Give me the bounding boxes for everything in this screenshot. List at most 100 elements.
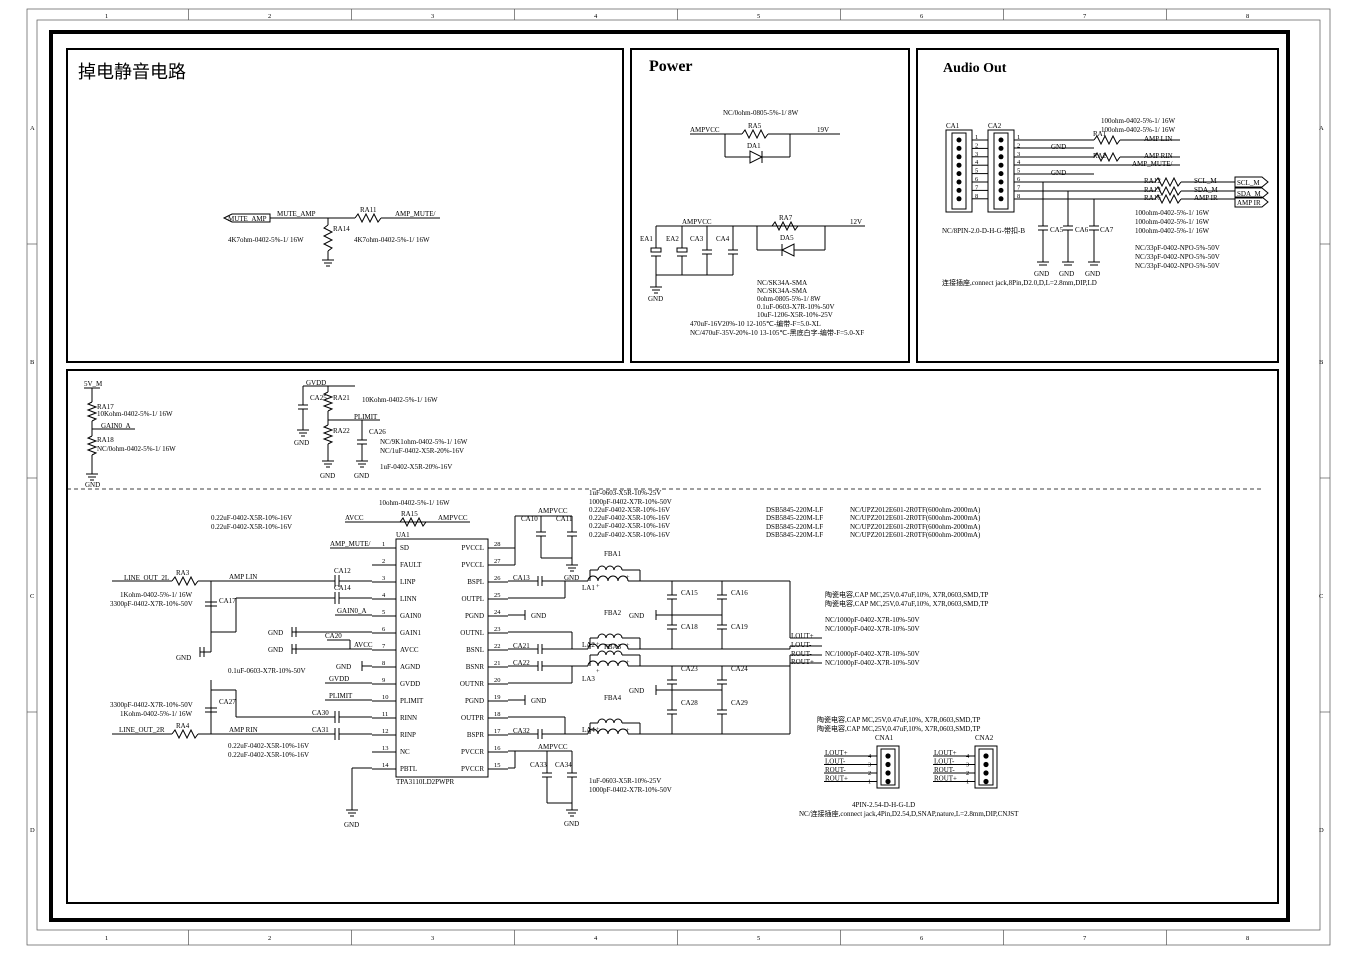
ampvcc-net-2: AMPVCC: [682, 218, 712, 226]
ca2-pin: [998, 162, 1004, 168]
ceramic-1: 陶瓷电容,CAP MC,25V,0.47uF,10%, X7R,0603,SMD…: [825, 599, 988, 608]
ic-pin-name-right: PVCCL: [461, 544, 484, 552]
gvdd-net-amp: GVDD: [329, 675, 349, 683]
cna-part: 4PIN-2.54-D-H-G-LD: [852, 801, 915, 809]
in-cap-1: 0.22uF-0402-X5R-10%-16V: [211, 523, 292, 531]
power-note-1: NC/SK34A-SMA: [757, 287, 807, 295]
ra18-label: RA18: [97, 436, 114, 444]
gnd-pgnd-2: GND: [531, 697, 546, 705]
ic-pin-name-left: AVCC: [400, 646, 419, 654]
ca2-pin: [998, 145, 1004, 151]
line-out-2l-net: LINE_OUT_2L: [124, 574, 169, 582]
ca1-pin-number: 7: [975, 184, 979, 191]
inductor-polarity: +: [596, 641, 600, 648]
ic-pin-name-left: LINP: [400, 578, 416, 586]
cna-pins: LOUT+4LOUT-3ROUT-2ROUT+1LOUT+4LOUT-3ROUT…: [824, 749, 989, 786]
cna2-pin-number: 2: [966, 770, 969, 777]
cna2-pin: [983, 761, 989, 768]
cna1-pin-name: LOUT+: [825, 749, 848, 757]
ra14-resistor: [322, 224, 334, 252]
ic-pin-name-right: OUTNL: [460, 629, 484, 637]
ra11-value: 4K7ohm-0402-5%-1/ 16W: [354, 236, 430, 244]
ra15-value: 10ohm-0402-5%-1/ 16W: [379, 499, 450, 507]
grid-col-top: 7: [1083, 13, 1087, 20]
sda-m-port: SDA_M: [1237, 190, 1262, 198]
ic-pin-number-left: 9: [382, 677, 385, 684]
ic-pin-name-right: BSPL: [467, 578, 484, 586]
inner-border: [36, 19, 1321, 931]
grid-col-bottom: 4: [594, 935, 598, 942]
da5-label: DA5: [780, 234, 794, 242]
ic-pin-number-right: 16: [494, 745, 501, 752]
cna2-pin-number: 4: [966, 753, 970, 760]
ea1-label: EA1: [640, 235, 653, 243]
ic-pin-number-left: 7: [382, 643, 386, 650]
ic-pin-number-right: 19: [494, 694, 501, 701]
ao-gnd-5: GND: [1085, 270, 1100, 278]
grid-col-bottom: 7: [1083, 935, 1087, 942]
ra12-value: 100ohm-0402-5%-1/ 16W: [1135, 209, 1209, 217]
power-note-5: 470uF-16V20%-10 12-105℃-编带-F=5.0-XL: [690, 319, 821, 328]
ic-pin-name-right: PVCCR: [461, 748, 484, 756]
bulk-cap-5: 0.22uF-0402-X5R-10%-16V: [589, 531, 670, 539]
main-frame: [49, 30, 1290, 922]
ua1-part: TPA3110LD2PWPR: [396, 778, 455, 786]
ra11-resistor: [354, 212, 382, 224]
ca1-pin-number: 4: [975, 159, 979, 166]
ic-pin-name-left: GAIN0: [400, 612, 421, 620]
in-cap2-0: 0.22uF-0402-X5R-10%-16V: [228, 742, 309, 750]
inductor-3: DSB5845-220M-LF: [766, 531, 823, 539]
ic-pin-name-left: PLIMIT: [400, 697, 424, 705]
cna2-label: CNA2: [975, 734, 994, 742]
out-rout-p: ROUT+: [791, 658, 814, 666]
la4-label: LA4: [582, 726, 595, 734]
cna1-pin-number: 1: [868, 779, 871, 786]
ampvcc-net-pvccl: AMPVCC: [538, 507, 568, 515]
cna1-pin-name: LOUT-: [825, 758, 846, 766]
ca16-label: CA16: [731, 589, 748, 597]
ua1-ref: UA1: [396, 531, 410, 539]
ic-pin-name-right: OUTNR: [460, 680, 484, 688]
net-19v: 19V: [817, 126, 829, 134]
amp-mute-net: AMP_MUTE/: [395, 210, 436, 218]
ic-pin-name-left: RINN: [400, 714, 417, 722]
ra4-label: RA4: [176, 722, 190, 730]
bulk-cap-3: 0.22uF-0402-X5R-10%-16V: [589, 514, 670, 522]
bulk-cap-2: 0.22uF-0402-X5R-10%-16V: [589, 506, 670, 514]
cna2-pin: [983, 778, 989, 785]
ca2-label: CA2: [988, 122, 1002, 130]
ic-pin-name-right: PVCCR: [461, 765, 484, 773]
ic-pin-number-right: 20: [494, 677, 501, 684]
ic-pin-name-right: BSNR: [466, 663, 485, 671]
output-filters: ++++++++: [587, 565, 822, 735]
grid-row-right: D: [1319, 827, 1324, 834]
cna2-pin-name: LOUT+: [934, 749, 957, 757]
ra17-value: 10Kohm-0402-5%-1/ 16W: [97, 410, 173, 418]
amp-ir-net: AMP IR: [1194, 194, 1218, 202]
ic-pin-number-right: 21: [494, 660, 501, 667]
ca1-pin: [956, 145, 962, 151]
ra14-value: 4K7ohm-0402-5%-1/ 16W: [228, 236, 304, 244]
la3-label: LA3: [582, 675, 595, 683]
ca2-pin-number: 4: [1017, 159, 1021, 166]
cna2-pin-number: 1: [966, 779, 969, 786]
ca1-pin: [956, 179, 962, 185]
power-top-value: NC/0ohm-0805-5%-1/ 8W: [723, 109, 799, 117]
ao-gnd-1: GND: [1051, 143, 1066, 151]
ca2-pin-number: 2: [1017, 142, 1020, 149]
ra13-label: RA13: [1144, 186, 1161, 194]
da1-label: DA1: [747, 142, 761, 150]
grid-col-top: 8: [1246, 13, 1249, 20]
gnd-ca18: GND: [629, 612, 644, 620]
ic-pin-number-left: 2: [382, 558, 385, 565]
gnd-avcc: GND: [268, 646, 283, 654]
ca5-label: CA5: [1050, 226, 1064, 234]
in-cap-0: 0.22uF-0402-X5R-10%-16V: [211, 514, 292, 522]
grid-col-bottom: 5: [757, 935, 760, 942]
top-gnd-3: GND: [320, 472, 335, 480]
power-note-6: NC/470uF-35V-20%-10 13-105℃-黑底白字-编带-F=5.…: [690, 328, 864, 337]
amp-section: [66, 369, 1279, 904]
amp-rin-net-amp: AMP RIN: [229, 726, 258, 734]
